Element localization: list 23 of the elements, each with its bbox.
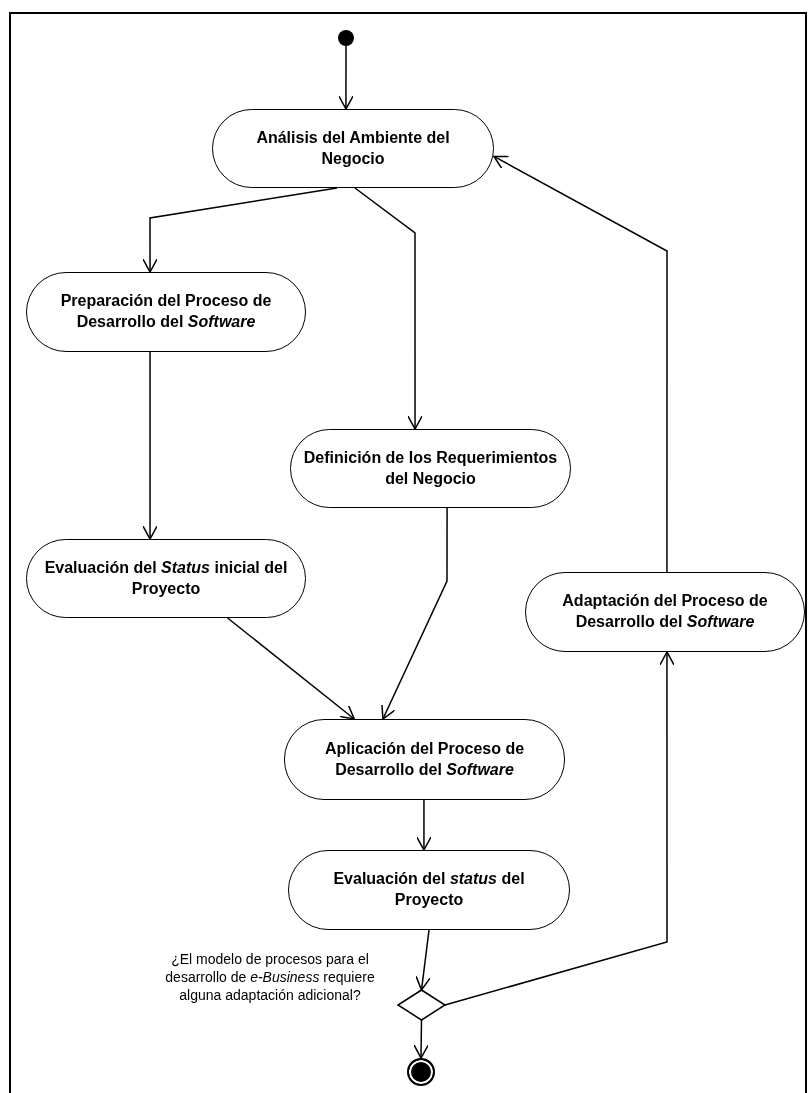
activity-label: Evaluación del status del Proyecto — [332, 869, 526, 910]
arrow — [354, 187, 423, 430]
arrow — [413, 1019, 429, 1059]
activity-label: Análisis del Ambiente del Negocio — [255, 127, 451, 169]
start-node — [338, 30, 354, 46]
arrow — [416, 799, 432, 851]
arrow — [444, 651, 675, 1006]
arrow — [381, 507, 448, 720]
activity-label: Evaluación del Status inicial del Proyecto — [43, 557, 289, 599]
arrow — [415, 929, 431, 991]
arrow — [493, 155, 668, 573]
activity-label: Definición de los Requerimientos del Negocio — [302, 447, 559, 489]
decision-diamond — [398, 990, 445, 1020]
activity-label: Preparación del Proceso de Desarrollo del Software — [59, 291, 273, 332]
arrow — [142, 351, 158, 540]
arrow — [226, 617, 355, 720]
arrow — [338, 45, 354, 110]
activity-label: Adaptación del Proceso de Desarrollo del Software — [561, 591, 769, 632]
activity-label: Aplicación del Proceso de Desarrollo del Software — [323, 738, 526, 780]
activity-node — [525, 572, 805, 652]
arrow — [142, 187, 338, 273]
end-node — [407, 1058, 435, 1086]
decision-question: ¿El modelo de procesos para el desarrollo de e-Business requiere alguna adaptación adicional? — [164, 950, 376, 1005]
